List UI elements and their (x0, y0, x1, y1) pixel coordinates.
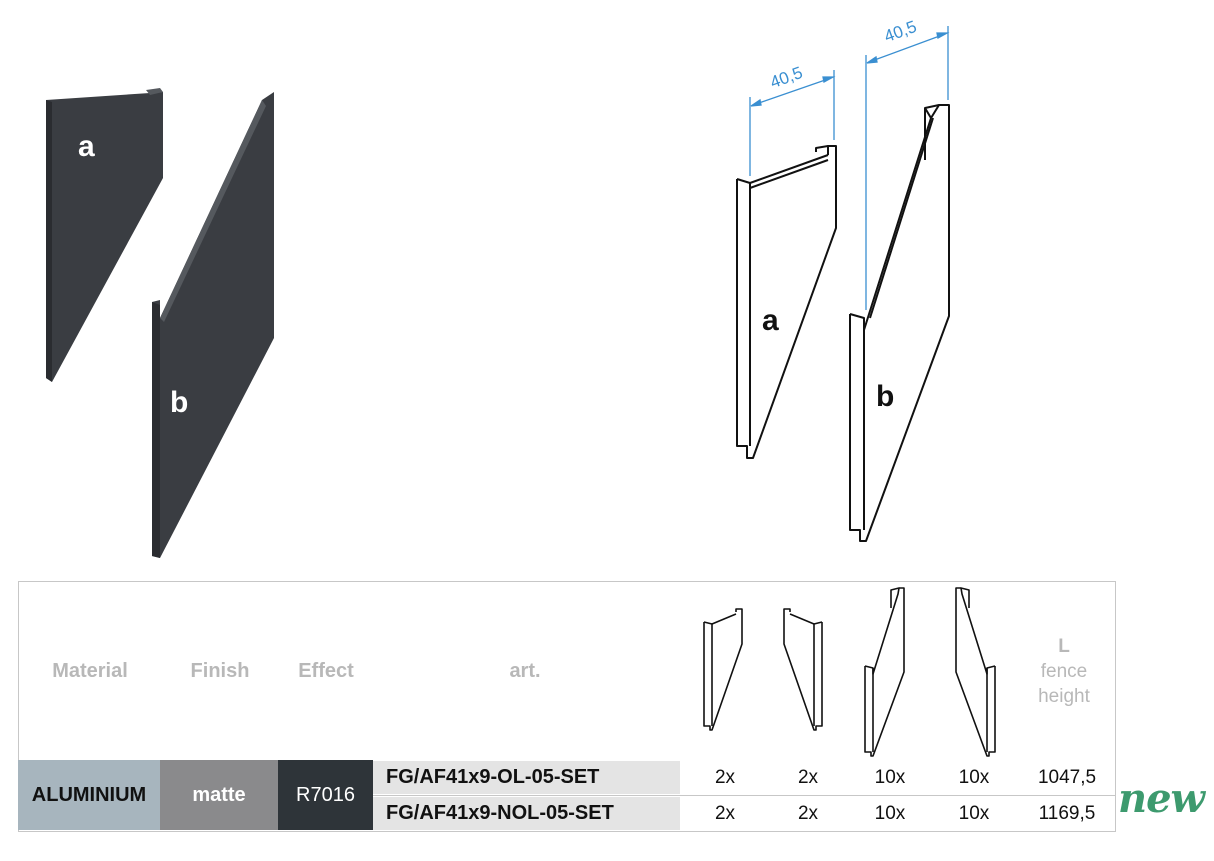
header-art: art. (509, 660, 541, 682)
header-finish: Finish (190, 660, 250, 682)
drawing-label-a: a (762, 304, 779, 337)
icon-panel-a-right-icon (783, 608, 823, 731)
qty-row-2-col-2: 2x (797, 803, 819, 824)
drawing-panel-b (849, 104, 950, 542)
photo-label-b: b (170, 386, 189, 419)
photo-panel-b (152, 92, 274, 558)
header-height: height (1038, 686, 1090, 707)
icon-panel-a-left-icon (703, 608, 743, 731)
spec-table (18, 581, 1116, 832)
header-material: Material (52, 660, 128, 682)
photo-panel-a (46, 88, 163, 382)
photo-label-a: a (78, 130, 95, 163)
qty-row-1-col-4: 10x (958, 767, 990, 788)
header-icons (703, 587, 996, 757)
qty-row-2-col-1: 2x (714, 803, 736, 824)
art-number-row-1: FG/AF41x9-OL-05-SET (373, 761, 680, 794)
art-number-row-2: FG/AF41x9-NOL-05-SET (373, 797, 680, 830)
header-fence: fence (1040, 661, 1088, 682)
technical-drawing (736, 26, 950, 542)
effect-cell: R7016 (278, 760, 373, 830)
drawing-panel-a (736, 145, 837, 459)
header-effect: Effect (298, 660, 354, 682)
length-row-2: 1169,5 (1038, 803, 1096, 824)
header-l: L (1058, 636, 1070, 657)
qty-row-1-col-2: 2x (797, 767, 819, 788)
new-badge: new (1118, 775, 1205, 822)
qty-row-1-col-1: 2x (714, 767, 736, 788)
finish-cell: matte (160, 760, 278, 830)
icon-panel-b-left-icon (864, 587, 905, 757)
length-row-1: 1047,5 (1037, 767, 1097, 788)
row-divider (373, 795, 1116, 796)
qty-row-2-col-3: 10x (874, 803, 906, 824)
product-photo (46, 88, 274, 558)
icon-panel-b-right-icon (955, 587, 996, 757)
qty-row-1-col-3: 10x (874, 767, 906, 788)
header-fence-height: L fence height (1024, 634, 1104, 709)
qty-row-2-col-4: 10x (958, 803, 990, 824)
material-cell: ALUMINIUM (18, 760, 160, 830)
drawing-label-b: b (876, 380, 895, 413)
dimension-lines (749, 26, 950, 310)
